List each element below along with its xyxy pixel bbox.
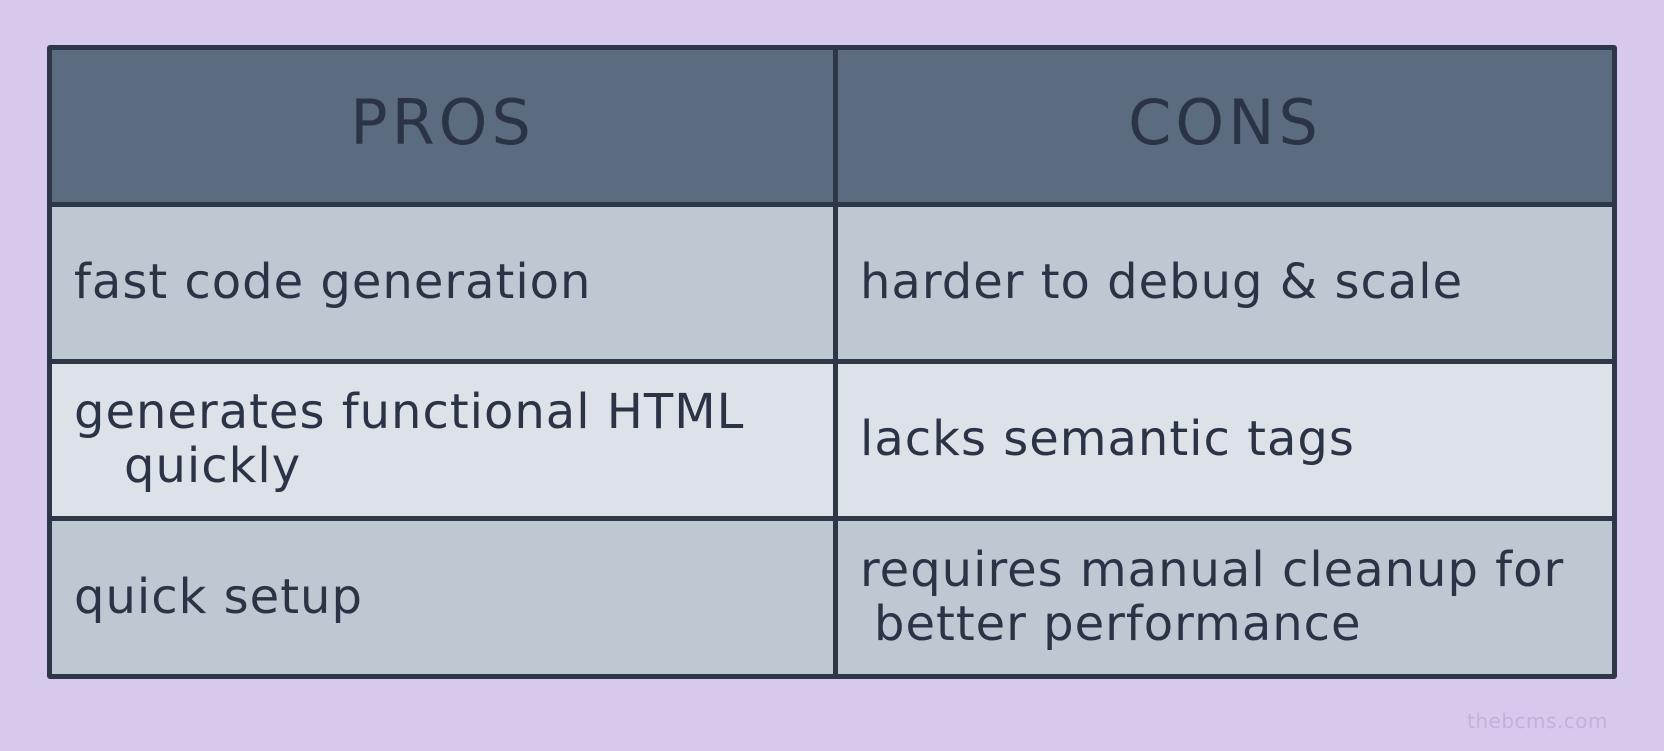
con-cell: lacks semantic tags: [838, 364, 1612, 516]
pro-text: quick setup: [74, 568, 363, 625]
pros-header-label: PROS: [350, 86, 535, 160]
con-text: harder to debug & scale: [860, 254, 1464, 311]
watermark: thebcms.com: [1467, 709, 1608, 733]
con-text: lacks semantic tags: [860, 411, 1355, 468]
pro-text-line: quickly: [124, 438, 302, 494]
pro-text: generates functional HTML quickly: [74, 384, 745, 494]
pro-cell: quick setup: [52, 521, 833, 674]
pro-text-line: generates functional HTML: [74, 384, 745, 441]
pro-cell: generates functional HTML quickly: [52, 364, 833, 516]
con-cell: requires manual cleanup for better perfo…: [838, 521, 1612, 674]
con-text-line: requires manual cleanup for: [860, 541, 1565, 598]
pro-text: fast code generation: [74, 254, 592, 311]
con-text-line: better performance: [874, 595, 1362, 652]
pros-header: PROS: [52, 50, 833, 202]
cons-header: CONS: [838, 50, 1612, 202]
pros-cons-table: PROS CONS fast code generation harder to…: [47, 45, 1617, 679]
pro-cell: fast code generation: [52, 207, 833, 359]
con-text: requires manual cleanup for better perfo…: [860, 541, 1565, 652]
cons-header-label: CONS: [1128, 86, 1322, 160]
con-cell: harder to debug & scale: [838, 207, 1612, 359]
